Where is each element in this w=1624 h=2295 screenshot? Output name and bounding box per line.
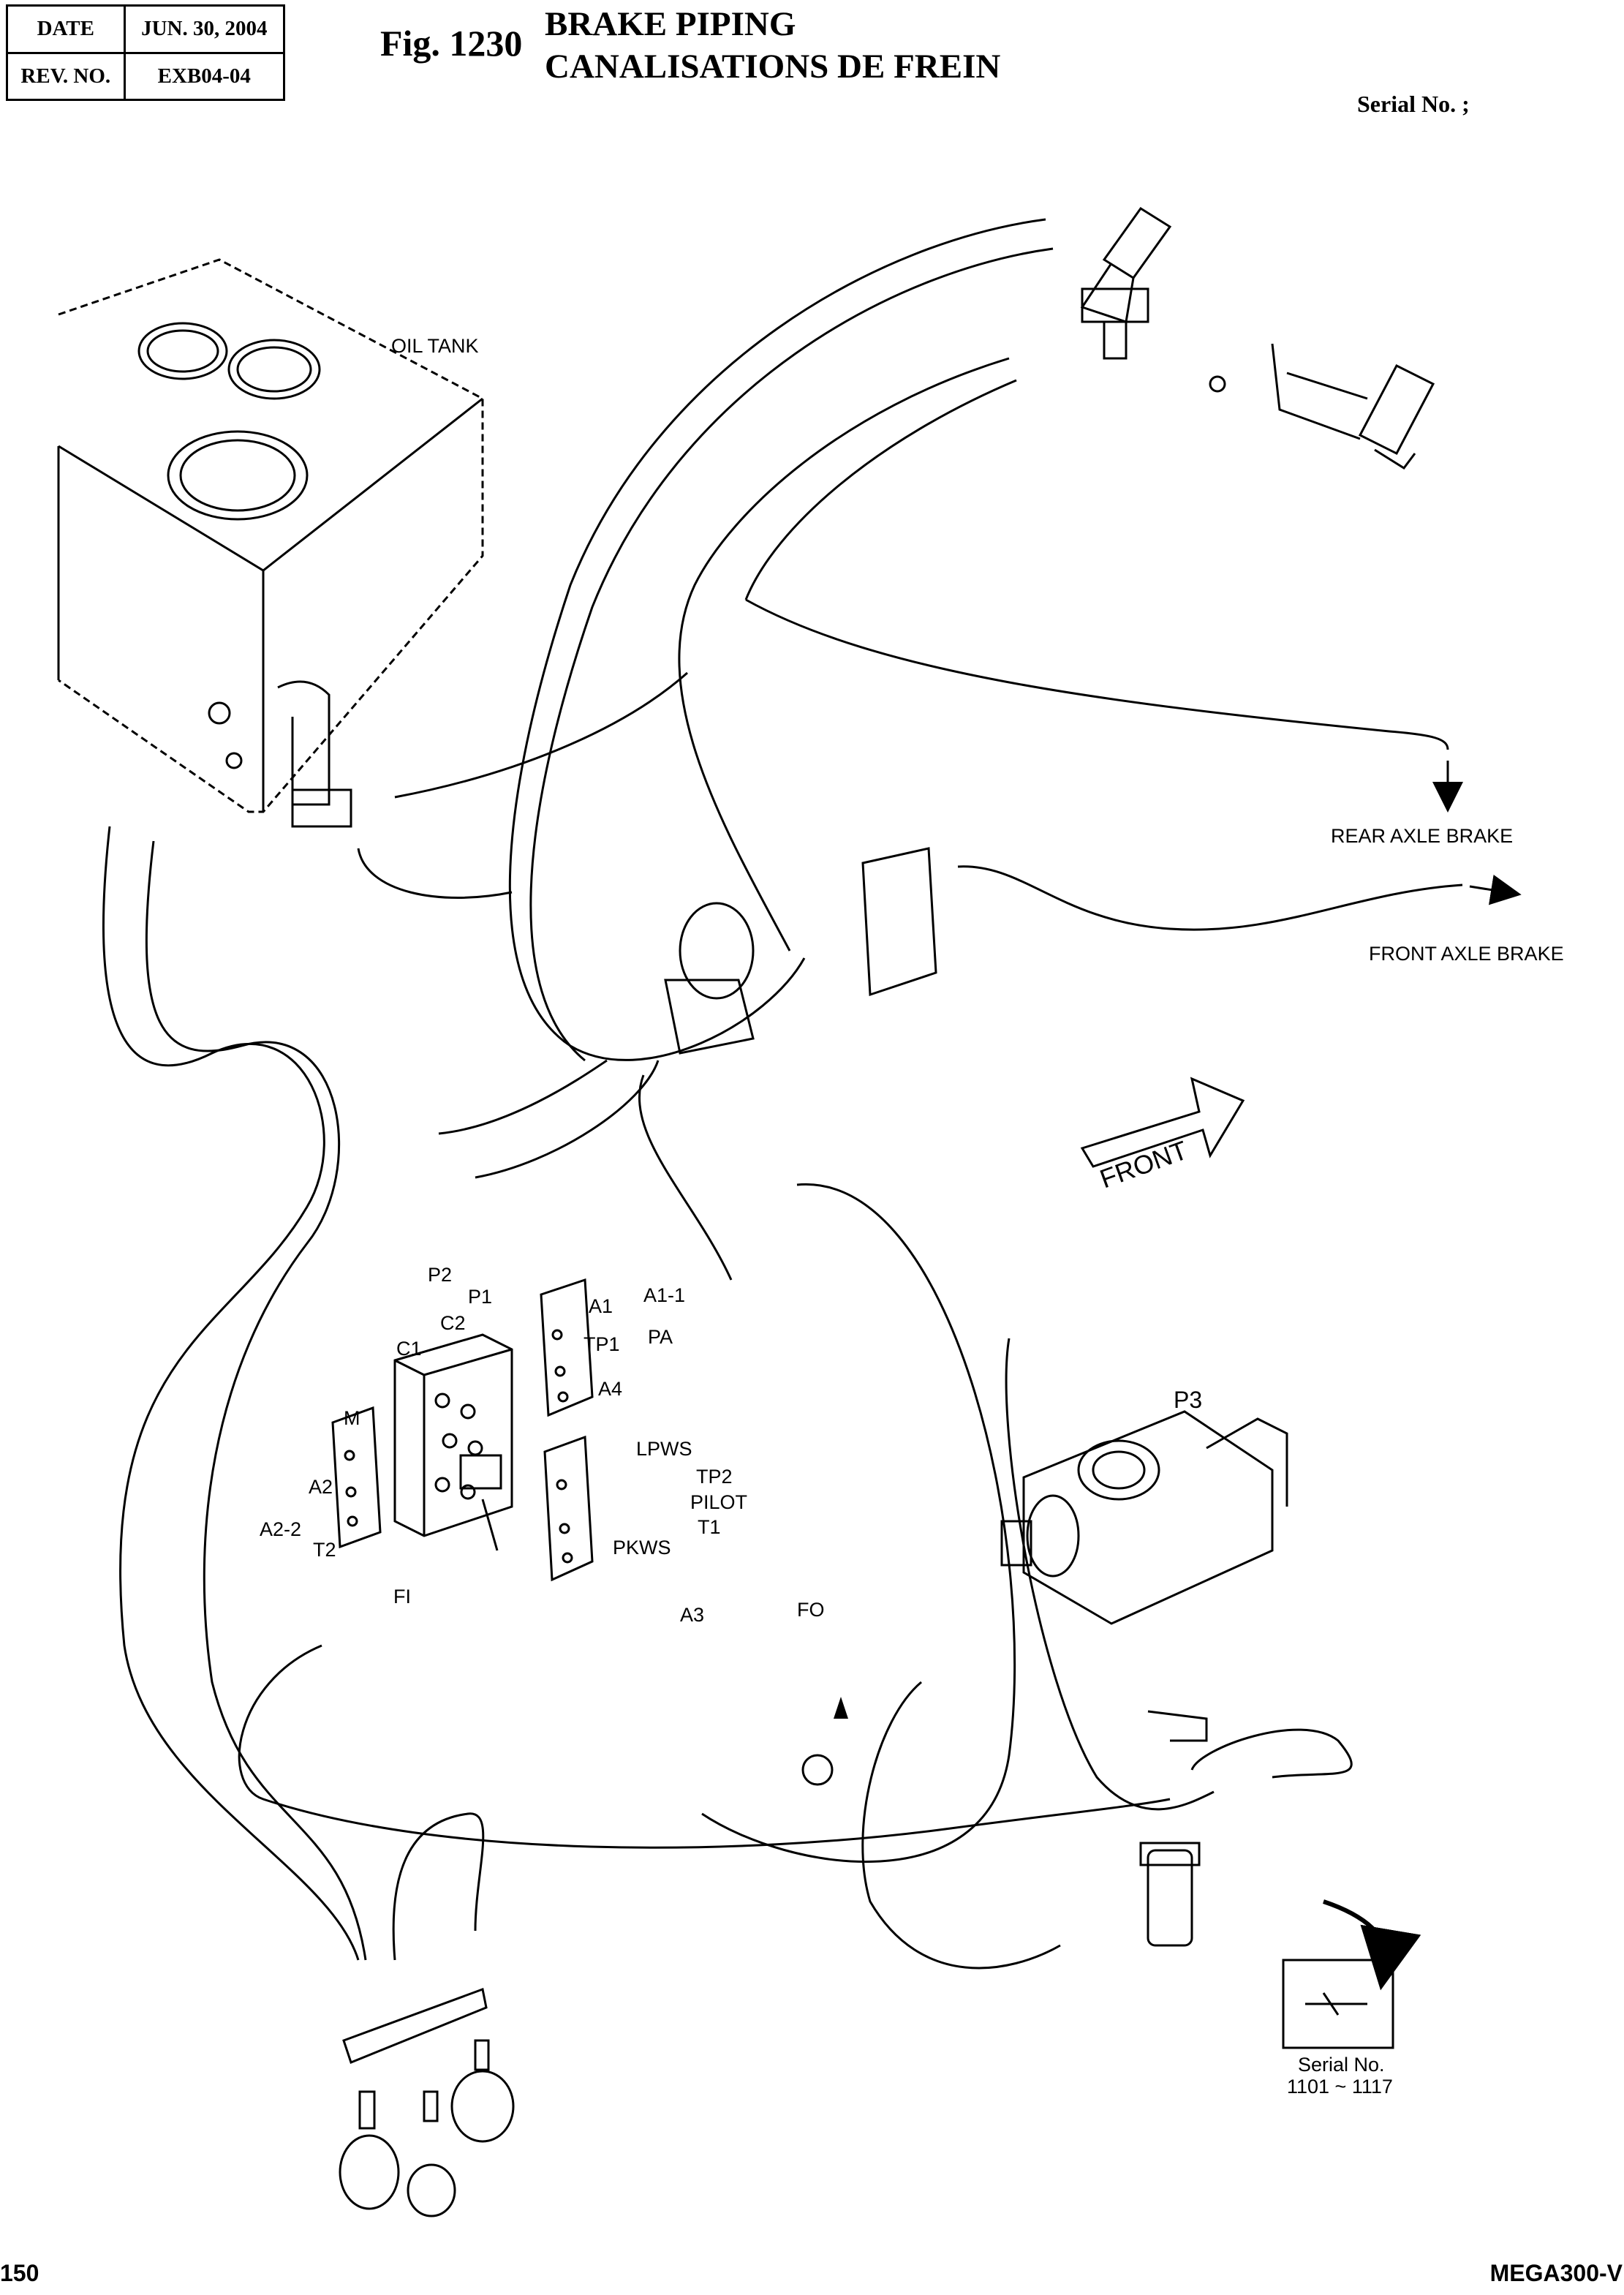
manifold-plate-a1 (540, 1278, 594, 1417)
port-a2: A2 (309, 1476, 333, 1498)
figure-title: BRAKE PIPING CANALISATIONS DE FREIN (545, 3, 1000, 88)
manifold-plate-m (331, 1406, 382, 1549)
front-axle-brake-label: FRONT AXLE BRAKE (1369, 943, 1564, 965)
serial-inset: Serial No. 1101 ~ 1117 (1282, 1899, 1421, 2098)
port-c2: C2 (440, 1312, 466, 1334)
front-axle-arrow (1469, 874, 1522, 905)
port-fi: FI (393, 1586, 411, 1608)
front-direction-arrow: FRONT (1080, 1077, 1245, 1194)
figure-number: Fig. 1230 (380, 23, 523, 64)
port-p3: P3 (1174, 1387, 1202, 1413)
port-m: M (344, 1407, 360, 1429)
hydraulic-pump (1000, 1410, 1288, 1625)
rev-label: REV. NO. (6, 51, 126, 101)
port-p2: P2 (428, 1264, 452, 1286)
brake-piping-diagram: OIL TANK (57, 206, 1564, 2217)
port-a3: A3 (680, 1604, 704, 1626)
hoses (102, 218, 1463, 1970)
brake-valve-block (393, 1333, 513, 1551)
port-tp1: TP1 (583, 1333, 620, 1355)
port-c1: C1 (396, 1338, 422, 1360)
rev-value: EXB04-04 (123, 51, 286, 101)
brake-pedal-left (1080, 206, 1172, 360)
port-fo: FO (797, 1599, 825, 1621)
title-french: CANALISATIONS DE FREIN (545, 48, 1001, 86)
brake-pedal-right (1209, 343, 1435, 470)
port-a4: A4 (598, 1378, 622, 1400)
rear-axle-brake-label: REAR AXLE BRAKE (1331, 825, 1513, 847)
manifold-plate-lpws (543, 1435, 594, 1582)
title-english: BRAKE PIPING (545, 5, 796, 43)
port-pa: PA (648, 1326, 673, 1348)
date-label: DATE (6, 4, 126, 54)
reference-arrow (834, 1697, 848, 1719)
port-a2-2: A2-2 (260, 1518, 301, 1540)
port-labels: REAR AXLE BRAKE FRONT AXLE BRAKE P3 P2 P… (260, 825, 1564, 1626)
port-p1: P1 (468, 1286, 492, 1308)
port-t1: T1 (698, 1516, 721, 1538)
port-pilot: PILOT (690, 1491, 747, 1513)
date-value: JUN. 30, 2004 (123, 4, 286, 54)
inset-serial-range: 1101 ~ 1117 (1287, 2076, 1393, 2098)
port-a1-1: A1-1 (643, 1284, 685, 1306)
reference-circle (801, 1754, 834, 1786)
inset-serial-label: Serial No. (1298, 2054, 1385, 2076)
page-number: 150 (0, 2260, 39, 2286)
accumulators (339, 1987, 515, 2217)
oil-tank-label: OIL TANK (391, 335, 479, 357)
port-t2: T2 (313, 1539, 336, 1561)
line-filter (1139, 1710, 1208, 1947)
port-tp2: TP2 (696, 1466, 733, 1488)
port-pkws: PKWS (613, 1537, 671, 1559)
oil-tank (57, 258, 484, 828)
serial-number: Serial No. ; (1357, 91, 1470, 117)
header-table: DATE JUN. 30, 2004 REV. NO. EXB04-04 (6, 4, 286, 101)
accumulator-valve-block (664, 847, 937, 1055)
port-lpws: LPWS (636, 1438, 692, 1460)
port-a1: A1 (589, 1295, 613, 1317)
model-name: MEGA300-V (1489, 2260, 1623, 2286)
